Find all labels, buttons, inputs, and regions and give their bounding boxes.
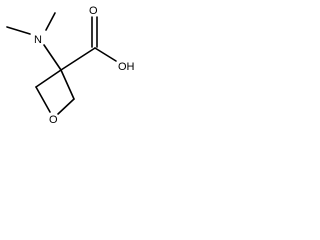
- bond-ring-c4-o: [57, 98, 75, 115]
- bond-n-c3: [43, 44, 62, 71]
- bond-c3-carboxyl: [60, 47, 96, 71]
- chemical-structure-diagram: N O OH O: [6, 5, 135, 126]
- atom-hydroxyl-label: OH: [118, 61, 135, 73]
- bond-methyl-right: [45, 12, 56, 31]
- bond-ring-c3-c4: [60, 69, 75, 100]
- bond-ring-c2-o: [35, 86, 51, 113]
- bond-ring-c3-c2: [35, 69, 62, 88]
- bond-methyl-left: [6, 26, 31, 35]
- atom-carbonyl-oxygen-label: O: [89, 5, 98, 17]
- bond-c-oh: [94, 47, 117, 62]
- atom-ring-oxygen-label: O: [49, 114, 58, 126]
- atom-nitrogen-label: N: [34, 34, 42, 46]
